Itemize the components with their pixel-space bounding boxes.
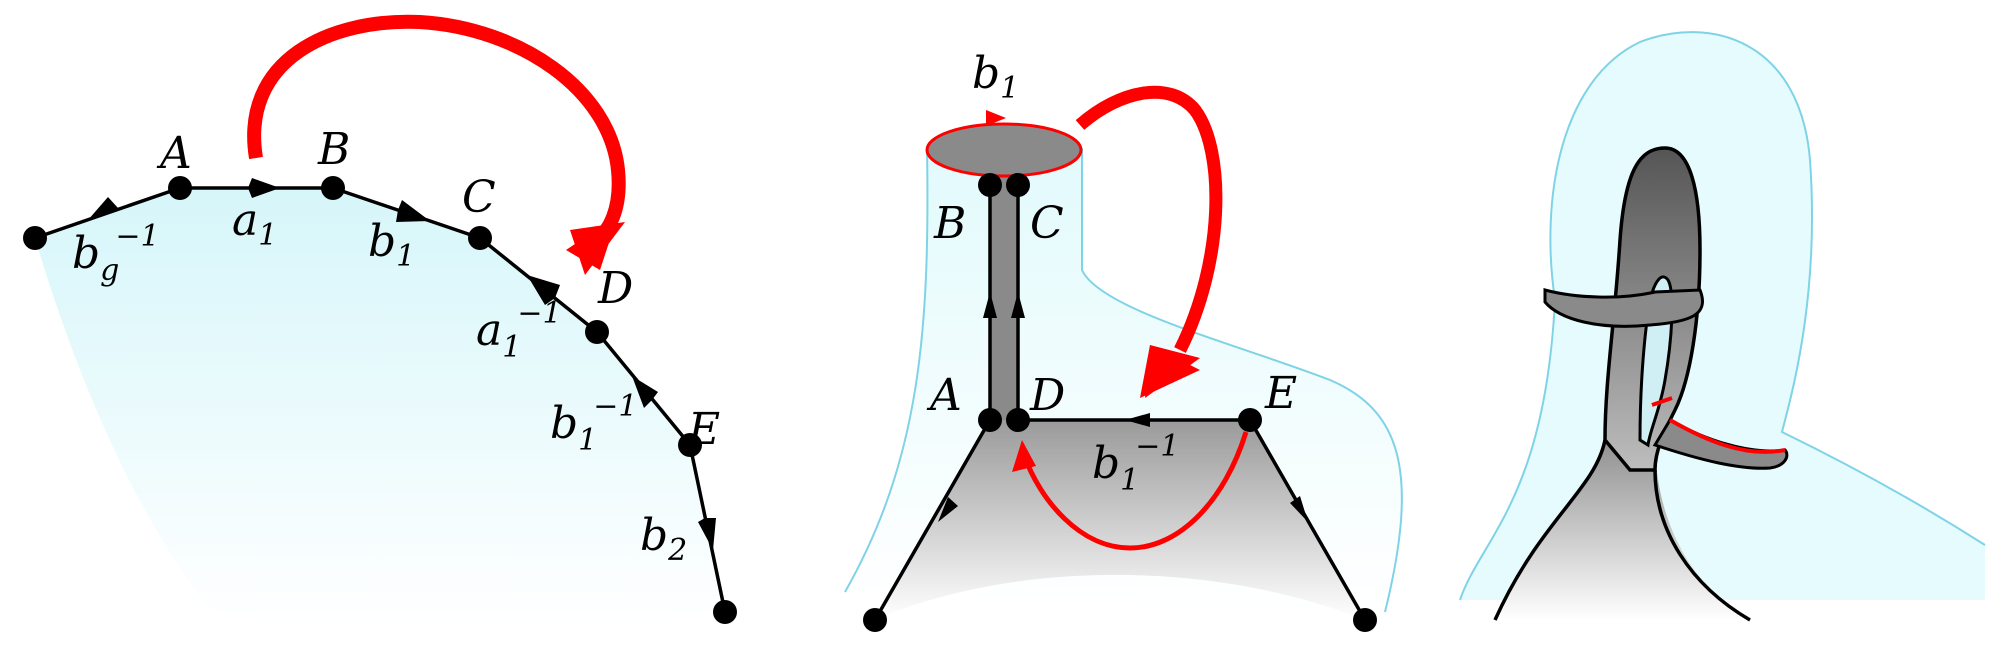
edge-bg-inverse (34, 186, 181, 240)
middle-vertex-E (1238, 408, 1262, 432)
left-label-E: E (687, 404, 720, 455)
left-vertex-C (468, 226, 492, 250)
left-vertex-E (678, 433, 702, 457)
left-vertex-D (585, 320, 609, 344)
left-label-A: A (156, 128, 192, 179)
left-edge-label-a1-inv: a1−1 (476, 296, 562, 365)
left-vertex-B (321, 176, 345, 200)
middle-red-arrow-bottom (1012, 431, 1249, 551)
left-vertex-A (168, 176, 192, 200)
right-right-leg (1653, 469, 1751, 622)
middle-vertex-D (1006, 408, 1030, 432)
left-label-B: B (317, 124, 350, 175)
arrowhead-b1 (396, 200, 430, 222)
left-vertex-start (23, 226, 47, 250)
middle-surface-outline-left (844, 147, 929, 593)
middle-vertex-B (978, 173, 1002, 197)
arrowhead-bg (88, 197, 118, 220)
middle-label-B: B (933, 198, 966, 249)
arrowhead-a1-inv (527, 275, 560, 305)
middle-vertex-C (1006, 173, 1030, 197)
right-base (1495, 440, 1750, 620)
left-edge-label-b1-inv: b1−1 (550, 389, 638, 458)
left-vertex-end (713, 600, 737, 624)
middle-label-top-edge: b1 (972, 48, 1019, 106)
right-band (1543, 288, 1704, 328)
middle-vertex-bottom-left (863, 608, 887, 632)
middle-arrow-DC (1011, 292, 1025, 318)
left-red-arrow (247, 14, 626, 275)
middle-surface-outline-right (1081, 148, 1403, 613)
right-red-edge-small (1651, 396, 1673, 407)
middle-label-A: A (926, 370, 962, 421)
left-edge-label-bg-inv: bg−1 (72, 219, 160, 288)
middle-disk (925, 122, 1083, 178)
right-surface-outline (1459, 31, 1986, 601)
middle-arrow-A-bottom (938, 497, 958, 522)
left-edge-label-b2: b2 (640, 510, 687, 568)
right-left-leg (1493, 439, 1607, 621)
arrowhead-a1 (248, 178, 280, 198)
middle-vertex-bottom-right (1353, 608, 1377, 632)
middle-label-E: E (1264, 368, 1297, 419)
middle-red-arrow-top (1075, 85, 1223, 398)
middle-vertex-A (978, 408, 1002, 432)
right-red-edge (1669, 418, 1786, 454)
right-panel (1459, 31, 1986, 622)
middle-edge-E-bottom (1248, 419, 1367, 621)
middle-disk-arrow (986, 110, 1006, 126)
middle-edge-A-bottom (873, 419, 992, 621)
right-surface (1460, 32, 1985, 600)
arrowhead-b1-inv (632, 376, 658, 408)
middle-base (875, 420, 1365, 620)
middle-arrow-E-bottom (1290, 496, 1308, 522)
middle-label-bottom-edge: b1−1 (1092, 429, 1180, 498)
left-panel: A B C D E bg−1 a1 b1 a1−1 b1−1 b2 (23, 14, 737, 628)
arrowhead-b2 (698, 518, 716, 550)
left-edge-label-b1: b1 (368, 216, 415, 274)
middle-arrow-ED (1125, 413, 1150, 427)
middle-label-D: D (1029, 370, 1065, 421)
middle-arrow-AB (983, 292, 997, 318)
left-edge-label-a1: a1 (232, 195, 277, 253)
middle-panel: B C A D E b1 b1−1 (844, 48, 1403, 632)
left-label-C: C (462, 172, 496, 223)
middle-label-C: C (1030, 198, 1064, 249)
left-label-D: D (597, 263, 633, 314)
